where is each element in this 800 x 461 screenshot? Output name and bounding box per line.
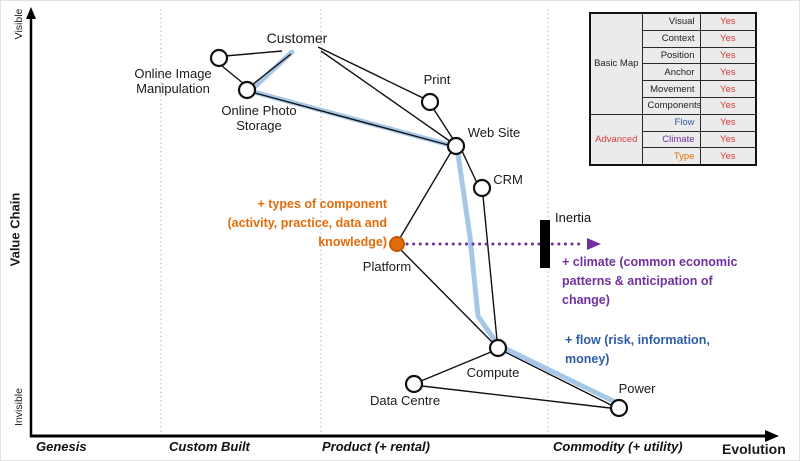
legend-item-movement: Movement bbox=[641, 80, 701, 98]
legend-value-climate: Yes bbox=[699, 130, 757, 149]
node-print bbox=[420, 92, 440, 112]
legend-table: Basic Map Visual Yes Context Yes Positio… bbox=[589, 12, 757, 167]
y-axis-title: Value Chain bbox=[7, 192, 23, 267]
stage-commodity: Commodity (+ utility) bbox=[553, 439, 683, 454]
legend-row: Climate Yes bbox=[590, 130, 757, 149]
legend-item-position: Position bbox=[641, 46, 701, 65]
y-axis-invisible-label: Invisible bbox=[13, 388, 25, 426]
legend-item-context: Context bbox=[641, 29, 701, 48]
node-data-centre bbox=[404, 374, 424, 394]
label-customer: Customer bbox=[266, 30, 328, 46]
legend-item-visual: Visual bbox=[641, 12, 701, 31]
label-web-site: Web Site bbox=[467, 125, 521, 140]
label-crm: CRM bbox=[493, 172, 523, 187]
map-nodes bbox=[209, 48, 629, 418]
label-online-photo-storage: Online Photo Storage bbox=[221, 103, 297, 133]
legend-row: Components Yes bbox=[590, 96, 757, 115]
inertia-bar bbox=[540, 220, 550, 268]
node-web-site bbox=[446, 136, 466, 156]
legend-item-anchor: Anchor bbox=[641, 63, 701, 82]
legend-row: Basic Map Visual Yes bbox=[589, 12, 757, 115]
label-platform: Platform bbox=[362, 259, 412, 274]
value-chain-axis bbox=[26, 7, 36, 437]
label-data-centre: Data Centre bbox=[369, 393, 441, 408]
annotation-component-types: + types of component (activity, practice… bbox=[227, 197, 387, 249]
stage-custom-built: Custom Built bbox=[169, 439, 250, 454]
legend-row: Context Yes bbox=[590, 29, 757, 48]
legend-value-position: Yes bbox=[699, 46, 757, 65]
y-axis-visible-label: Visible bbox=[13, 8, 25, 40]
node-crm bbox=[472, 178, 492, 198]
label-compute: Compute bbox=[466, 365, 520, 380]
map-edges bbox=[221, 46, 612, 409]
annotation-inertia: Inertia bbox=[555, 210, 592, 225]
legend-row: Position Yes bbox=[590, 46, 757, 65]
legend-value-components: Yes bbox=[699, 96, 757, 115]
stage-genesis: Genesis bbox=[36, 439, 87, 454]
legend-item-flow: Flow bbox=[641, 113, 701, 132]
node-compute bbox=[488, 338, 508, 358]
legend-value-anchor: Yes bbox=[699, 63, 757, 82]
stage-product: Product (+ rental) bbox=[322, 439, 430, 454]
legend-value-context: Yes bbox=[699, 29, 757, 48]
node-power bbox=[609, 398, 629, 418]
legend-item-type: Type bbox=[641, 147, 701, 166]
legend-item-climate: Climate bbox=[641, 130, 701, 149]
node-online-image-manipulation bbox=[209, 48, 229, 68]
legend-group-basic-map: Basic Map bbox=[589, 12, 643, 115]
climate-arrow bbox=[405, 238, 601, 250]
legend-row: Type Yes bbox=[590, 147, 757, 166]
legend-value-movement: Yes bbox=[699, 80, 757, 98]
annotation-climate: + climate (common economic patterns & an… bbox=[562, 255, 738, 307]
node-platform bbox=[389, 236, 405, 252]
label-print: Print bbox=[423, 72, 451, 87]
legend-value-type: Yes bbox=[699, 147, 757, 166]
node-online-photo-storage bbox=[237, 80, 257, 100]
x-axis-title: Evolution bbox=[722, 441, 786, 457]
annotation-flow: + flow (risk, information, money) bbox=[565, 333, 710, 366]
label-power: Power bbox=[618, 381, 656, 396]
legend-group-advanced: Advanced bbox=[589, 113, 643, 166]
evolution-axis bbox=[30, 430, 779, 442]
label-online-image-manipulation: Online Image Manipulation bbox=[134, 66, 212, 96]
legend-value-flow: Yes bbox=[699, 113, 757, 132]
legend-item-components: Components bbox=[641, 96, 701, 115]
legend-value-visual: Yes bbox=[699, 12, 757, 31]
legend-row: Advanced Flow Yes bbox=[589, 113, 757, 166]
